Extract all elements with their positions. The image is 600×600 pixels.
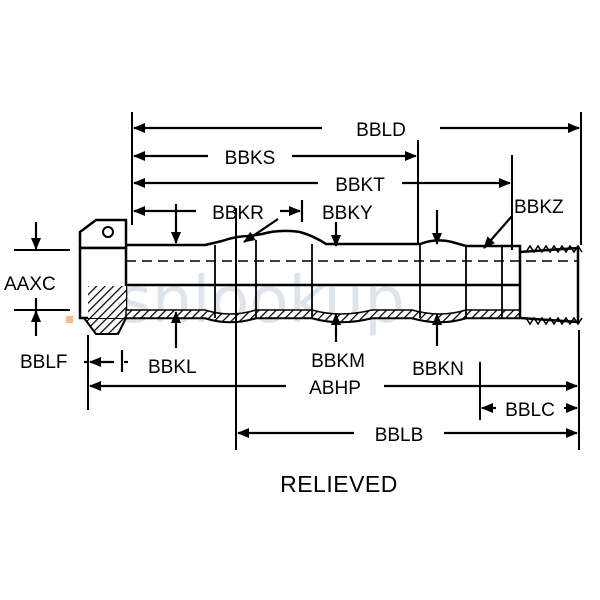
label-bbky: BBKY	[322, 203, 373, 224]
label-bbkr: BBKR	[212, 203, 264, 224]
extension-lines	[14, 112, 582, 450]
dimension-lines	[31, 123, 580, 438]
diagram-caption: RELIEVED	[280, 471, 398, 497]
label-bbkn: BBKN	[412, 359, 464, 380]
dimension-labels: BBLD BBKS BBKT BBKR BBKY BBKZ AAXC BBLF …	[4, 120, 564, 497]
label-bbks: BBKS	[225, 148, 276, 169]
thread-bottom	[525, 316, 583, 326]
label-bblc: BBLC	[505, 400, 555, 421]
threaded-end	[518, 246, 580, 324]
label-bbkz: BBKZ	[514, 197, 564, 218]
label-bbkt: BBKT	[335, 175, 385, 196]
fitting-body	[78, 218, 583, 335]
label-bbkl: BBKL	[148, 357, 197, 378]
svg-text:nsnlookup: nsnlookup	[78, 264, 405, 338]
label-bbkm: BBKM	[311, 351, 365, 372]
watermark: nsnlookup	[66, 264, 405, 338]
label-aaxc: AAXC	[4, 274, 56, 295]
label-bblf: BBLF	[20, 352, 68, 373]
label-abhp: ABHP	[309, 378, 361, 399]
thread-top	[525, 244, 583, 254]
nut-hole	[102, 226, 114, 238]
label-bbld: BBLD	[356, 120, 406, 141]
tube-top-edge	[126, 229, 522, 252]
label-bblb: BBLB	[375, 425, 424, 446]
nut-hatch-upper	[88, 286, 126, 318]
